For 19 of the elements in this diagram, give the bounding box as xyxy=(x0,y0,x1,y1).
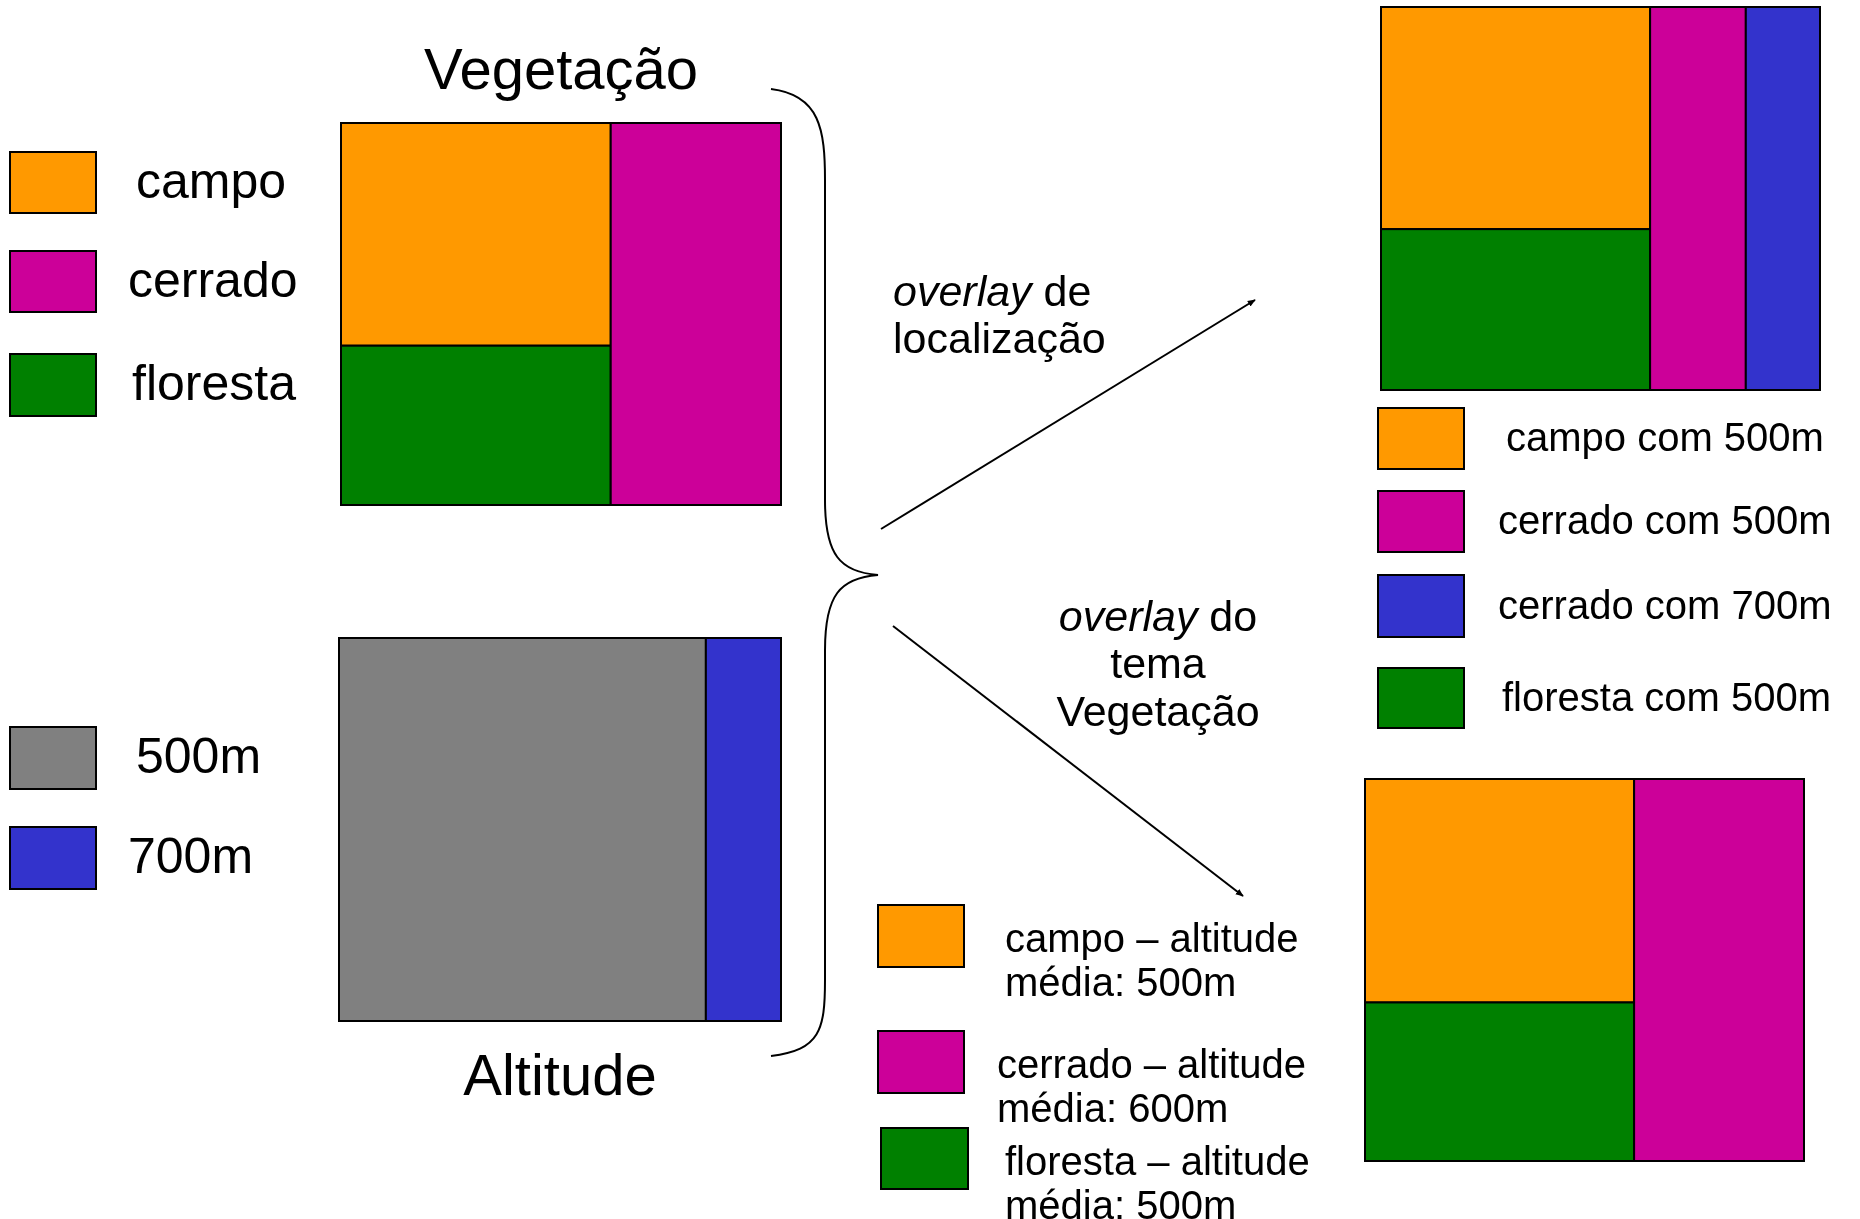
map-drawing xyxy=(1364,778,1805,1162)
legend-label: campo xyxy=(136,153,287,209)
legend-label: 500m xyxy=(136,729,262,784)
map-drawing xyxy=(1380,6,1821,391)
legend-label: cerrado com 500m xyxy=(1498,498,1832,543)
legend-label: floresta com 500m xyxy=(1502,674,1832,719)
map-title: Altitude xyxy=(462,1046,658,1104)
legend-label: cerrado com 700m xyxy=(1498,582,1832,627)
legend-label: campo com 500m xyxy=(1506,415,1824,460)
legend-label: floresta xyxy=(132,356,296,411)
arrow xyxy=(892,625,1244,897)
edge-label: overlay de localização xyxy=(893,268,1107,363)
arrow xyxy=(880,299,1256,530)
edge-label: overlay do tema Vegetação xyxy=(1055,593,1261,735)
curly-brace xyxy=(770,88,879,1057)
legend-label: 700m xyxy=(128,829,254,884)
legend-label: floresta – altitude média: 500m xyxy=(1005,1139,1311,1219)
legend-label: campo – altitude média: 500m xyxy=(1005,916,1300,1004)
legend-label: cerrado xyxy=(128,252,298,308)
